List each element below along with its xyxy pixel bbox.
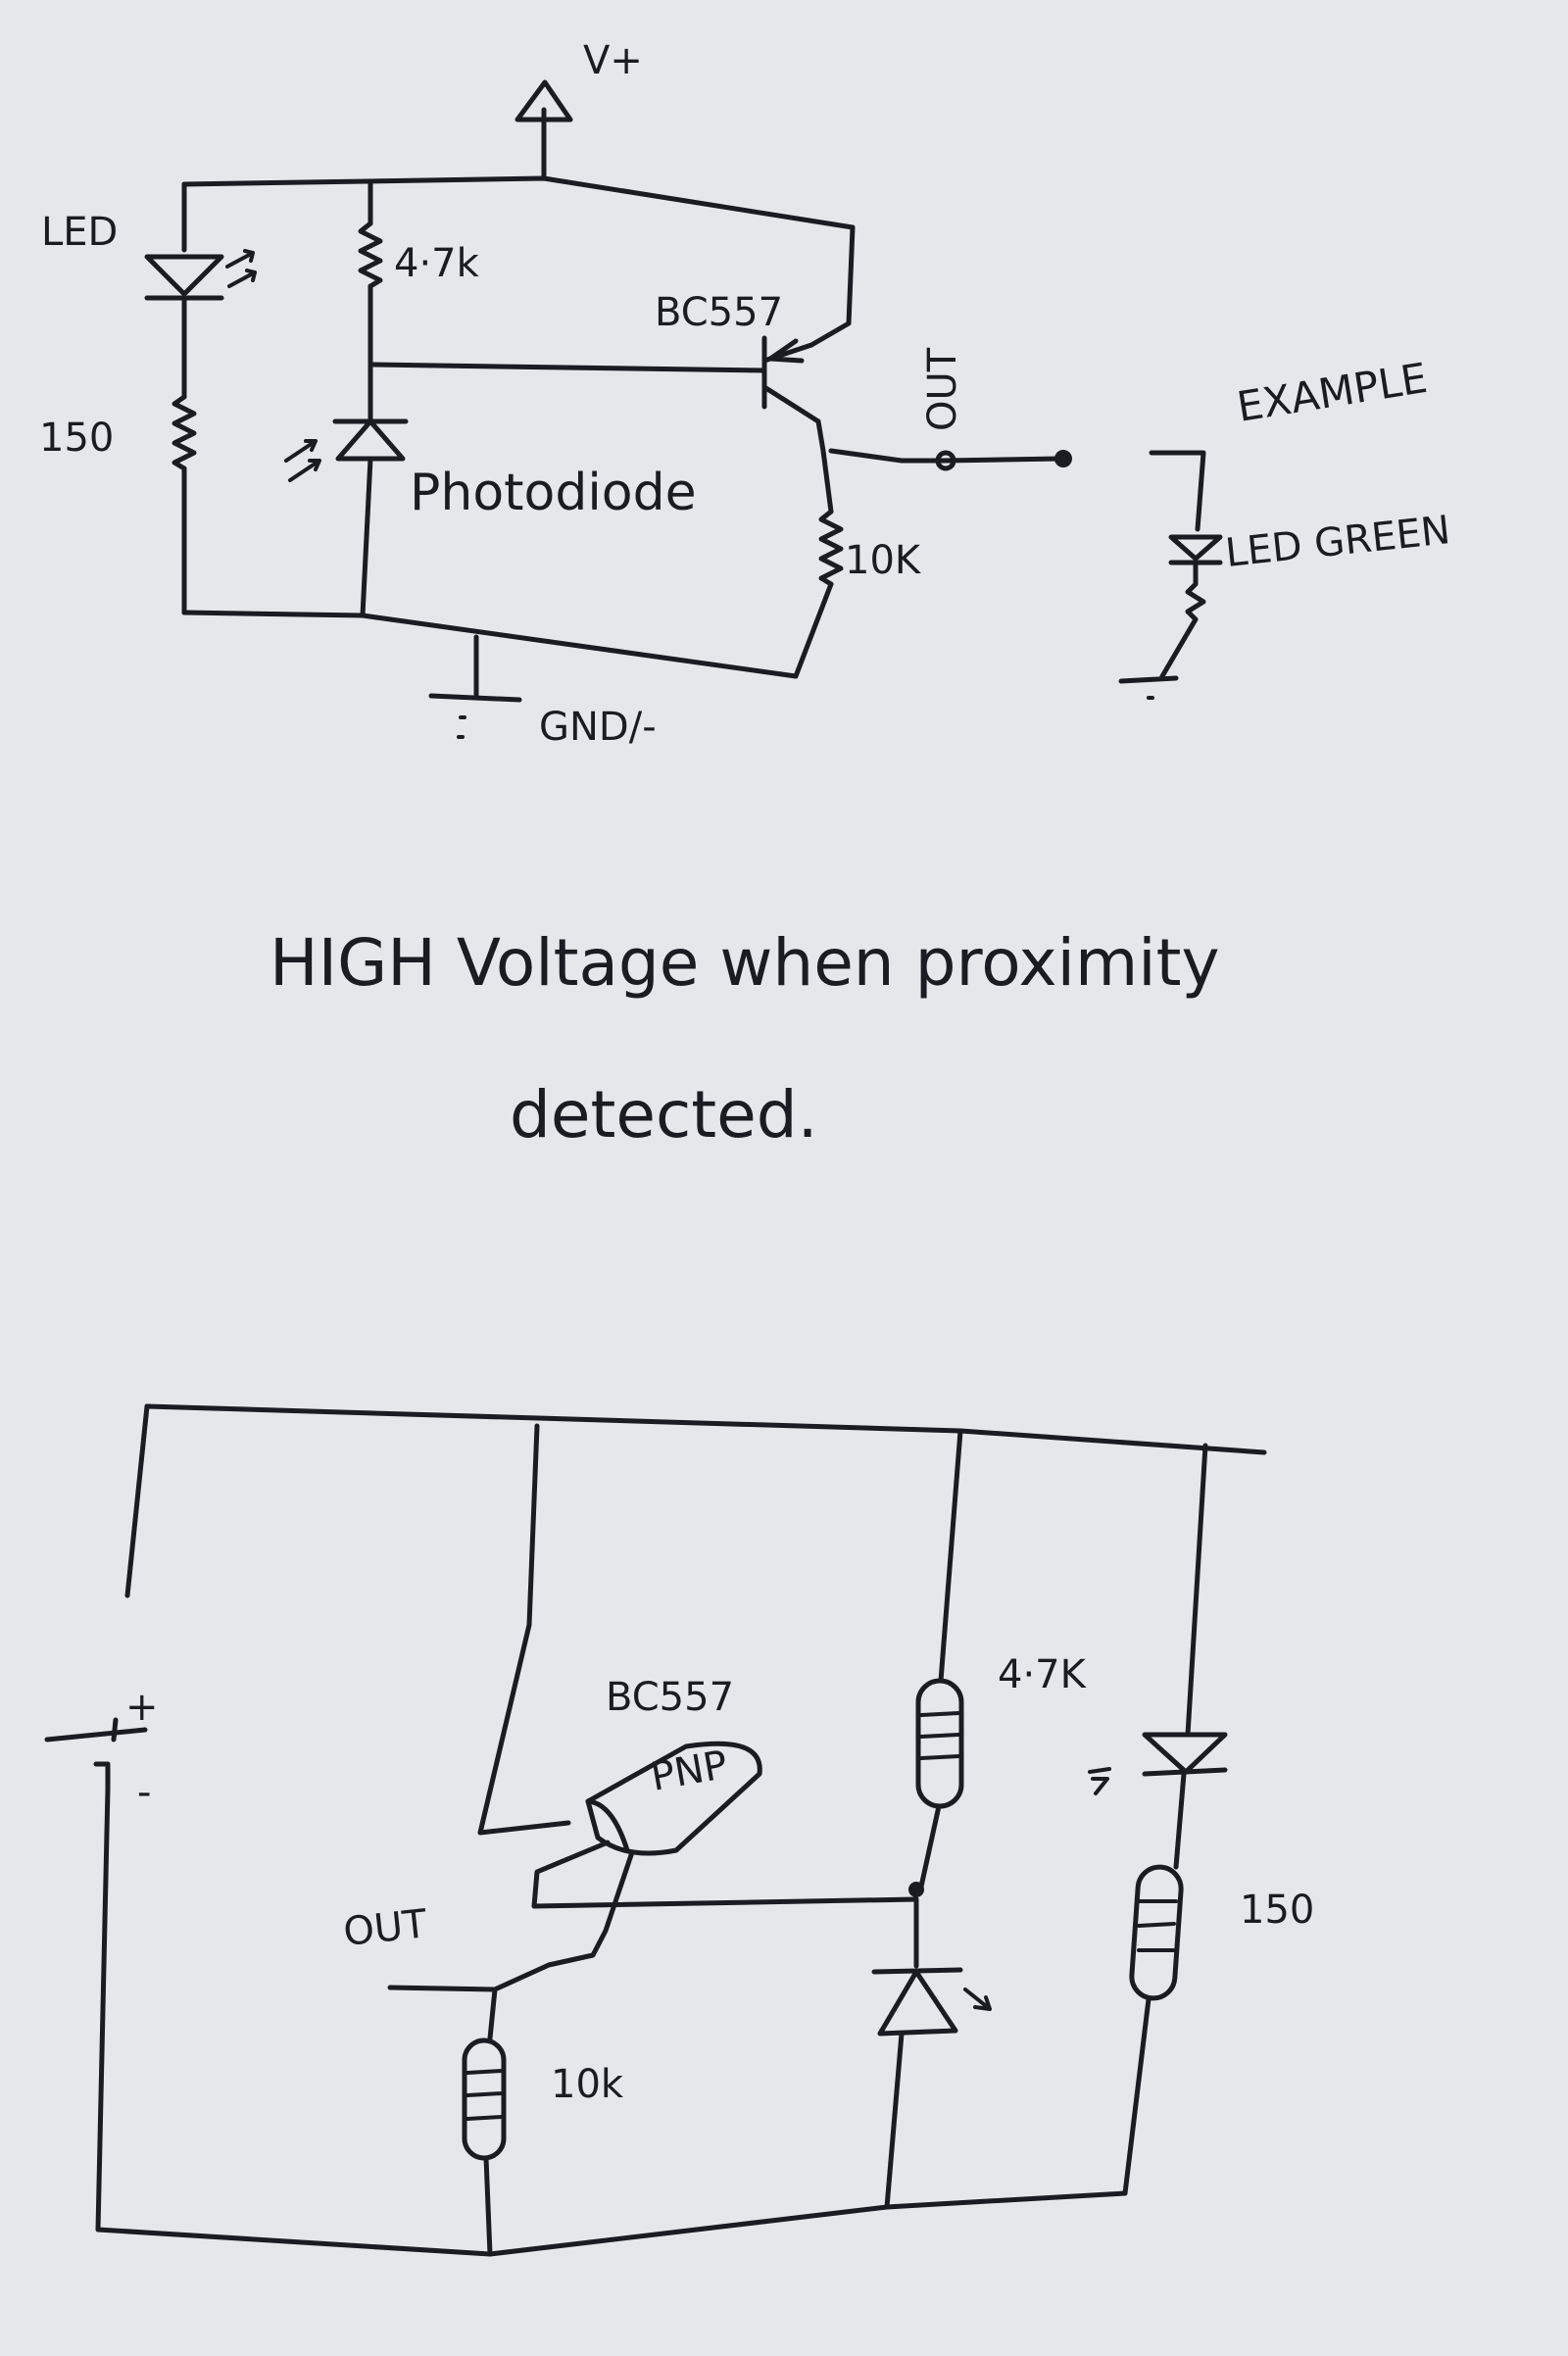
bb-junction-node <box>908 1882 924 1897</box>
top-rail <box>181 175 856 230</box>
battery-minus-label: - <box>137 1770 151 1815</box>
bb-out-wire <box>387 1985 498 1992</box>
schematic-diagram: V+ LED 150 4·7k Photodiode <box>39 38 1452 750</box>
output-wire <box>828 448 1063 464</box>
bb-transistor-label: BC557 <box>606 1675 734 1720</box>
bb-battery-wire-top <box>124 1403 150 1598</box>
ground-icon <box>428 634 522 739</box>
battery-icon <box>44 1717 148 1792</box>
bb-resistor-150-icon <box>1129 1864 1184 2001</box>
pnp-transistor-icon <box>492 1741 919 1992</box>
supply-arrow-icon <box>514 79 573 181</box>
output-terminal[interactable] <box>1054 450 1072 467</box>
note-line-2: detected. <box>510 1077 818 1153</box>
output-node <box>935 450 956 471</box>
pnp-label: PNP <box>648 1742 731 1800</box>
out-label: OUT <box>920 347 965 431</box>
bb-led-icon <box>1088 1732 1228 1795</box>
transistor-icon <box>761 224 856 424</box>
example-label: EXAMPLE <box>1234 354 1431 431</box>
bb-battery-wire-bottom <box>95 1786 493 2257</box>
base-wire <box>368 362 767 373</box>
transistor-label: BC557 <box>655 290 783 335</box>
bb-out-label: OUT <box>341 1901 429 1955</box>
bottom-rail <box>181 610 799 679</box>
resistor-4k7-label: 4·7k <box>394 241 480 286</box>
resistor-150-label: 150 <box>39 416 114 461</box>
photodiode-icon <box>284 418 409 482</box>
battery-plus-label: + <box>125 1685 159 1730</box>
resistor-10k-icon <box>818 509 844 587</box>
note: HIGH Voltage when proximity detected. <box>270 925 1220 1153</box>
resistor-150-icon <box>172 394 197 471</box>
ground-label: GND/- <box>539 705 657 750</box>
bb-top-rail <box>144 1403 1267 1455</box>
note-line-1: HIGH Voltage when proximity <box>270 925 1220 1001</box>
bb-resistor-10k-icon <box>462 2037 507 2161</box>
led-icon <box>144 249 257 301</box>
bb-resistor-10k-label: 10k <box>551 2062 624 2107</box>
bb-resistor-150-label: 150 <box>1240 1888 1314 1933</box>
resistor-4k7-icon <box>358 221 383 289</box>
bb-photodiode-icon <box>871 1967 992 2037</box>
example-led-label: LED GREEN <box>1223 508 1452 576</box>
breadboard-diagram: + - BC557 PNP 4·7K <box>44 1403 1314 2257</box>
resistor-10k-label: 10K <box>845 538 922 583</box>
led-label: LED <box>41 210 118 255</box>
bb-resistor-4k7-label: 4·7K <box>998 1652 1088 1697</box>
photodiode-label: Photodiode <box>410 464 697 522</box>
example-led-icon <box>1118 450 1223 700</box>
supply-label: V+ <box>583 38 643 83</box>
bb-resistor-4k7-icon <box>915 1678 964 1809</box>
bb-bottom-rail <box>487 2190 1128 2257</box>
